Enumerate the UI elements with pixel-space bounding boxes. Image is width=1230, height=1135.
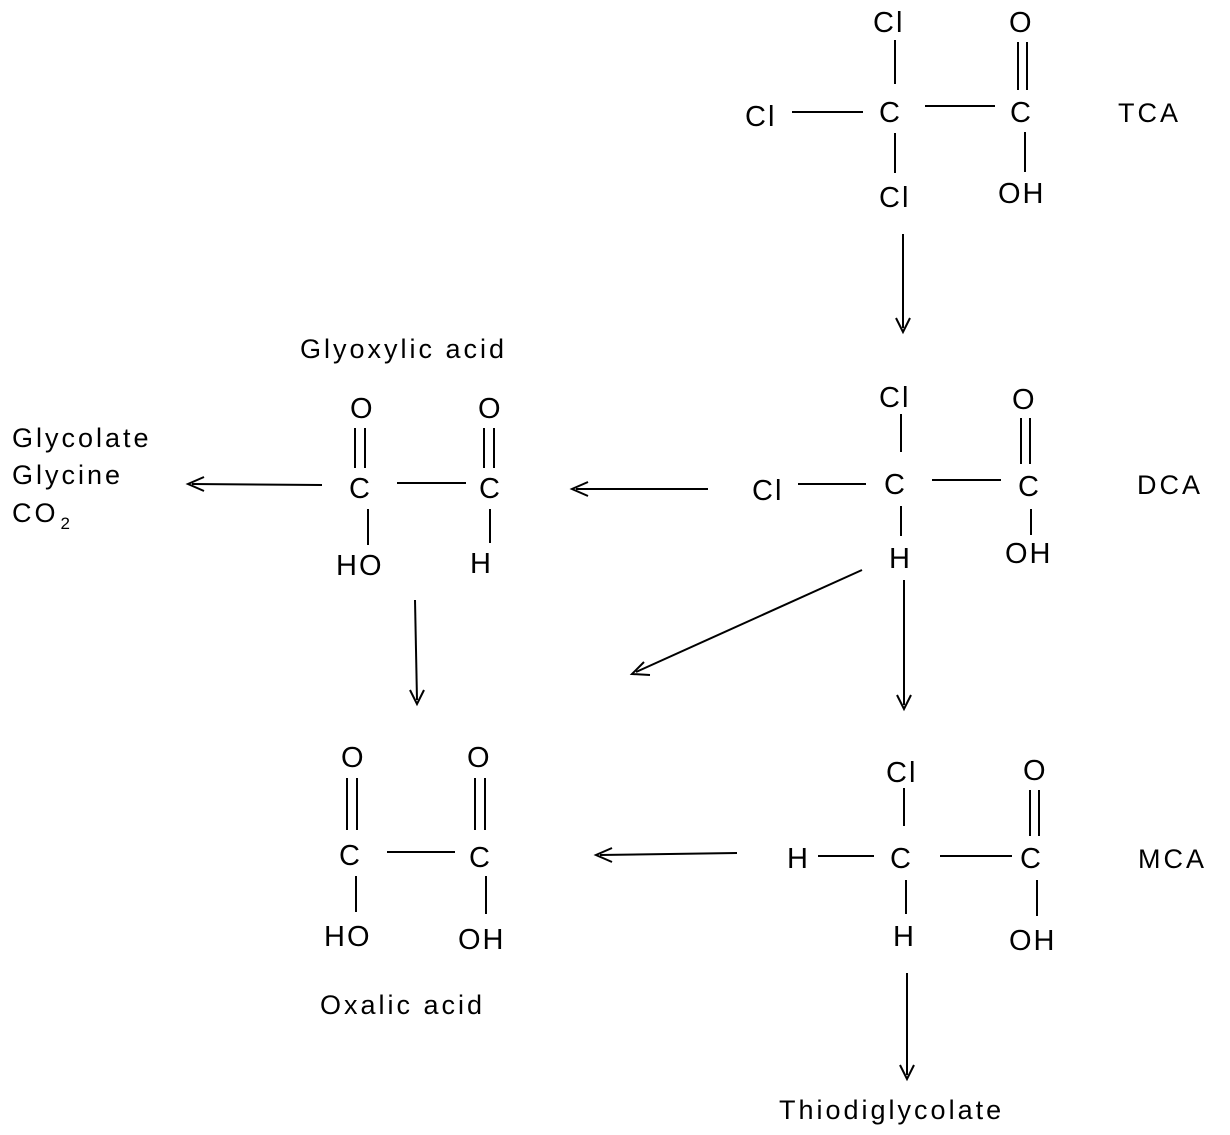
dca-label: DCA	[1137, 470, 1203, 500]
dca-oh: OH	[1005, 538, 1053, 570]
thiodiglycolate-label: Thiodiglycolate	[779, 1095, 1004, 1125]
mca-c-center: C	[890, 843, 913, 875]
dca-h-bottom: H	[889, 543, 912, 575]
tca-c-center: C	[879, 97, 902, 129]
tca-oh: OH	[998, 178, 1046, 210]
mca-cl-top: Cl	[886, 757, 917, 789]
dca-c-center: C	[884, 469, 907, 501]
oxalic-ho: HO	[324, 921, 372, 953]
dca-cl-top: Cl	[879, 382, 910, 414]
glyoxylic-h: H	[470, 548, 493, 580]
tca-cl-left: Cl	[745, 101, 776, 133]
glyoxylic-ho: HO	[336, 550, 384, 582]
mca-oh: OH	[1009, 925, 1057, 957]
tca-cl-bottom: Cl	[879, 182, 910, 214]
mca-label: MCA	[1138, 844, 1207, 874]
oxalic-c-right: C	[469, 842, 492, 874]
molecule-mca: Cl H C H O C OH MCA	[787, 755, 1207, 957]
arrow-mca-to-oxalic	[593, 847, 738, 863]
arrow-dca-diagonal	[629, 569, 863, 676]
oxalic-c-left: C	[339, 840, 362, 872]
arrow-tca-to-dca	[895, 234, 911, 335]
mca-c-carboxyl: C	[1020, 843, 1043, 875]
tca-c-carboxyl: C	[1010, 97, 1033, 129]
dca-cl-left: Cl	[752, 475, 783, 507]
glyoxylic-o-right: O	[478, 393, 503, 425]
co2-subscript: 2	[61, 514, 73, 533]
tca-o-top: O	[1009, 7, 1034, 39]
tca-cl-top: Cl	[873, 7, 904, 39]
molecule-glyoxylic-acid: Glyoxylic acid O O C C HO H	[300, 334, 507, 582]
glyoxylic-acid-label: Glyoxylic acid	[300, 334, 507, 364]
co2-base: CO	[12, 498, 59, 528]
tca-label: TCA	[1118, 98, 1181, 128]
oxalic-oh: OH	[458, 924, 506, 956]
oxalic-o-left: O	[341, 742, 366, 774]
glycolate-label: Glycolate	[12, 423, 152, 453]
arrow-dca-to-mca	[896, 580, 912, 712]
arrow-glyoxylic-to-oxalic	[409, 599, 425, 707]
glyoxylic-c-left: C	[349, 473, 372, 505]
reaction-arrows	[185, 234, 915, 1082]
molecule-tca: Cl Cl C Cl O C OH TCA	[745, 7, 1181, 214]
oxalic-o-right: O	[467, 742, 492, 774]
mca-h-left: H	[787, 843, 810, 875]
glyoxylic-c-right: C	[479, 473, 502, 505]
arrow-dca-to-glyoxylic	[569, 481, 708, 497]
molecule-oxalic-acid: O O C C HO OH Oxalic acid	[320, 742, 506, 1020]
mca-h-bottom: H	[893, 921, 916, 953]
molecule-dca: Cl Cl C H O C OH DCA	[752, 382, 1203, 575]
mca-o-top: O	[1023, 755, 1048, 787]
oxalic-acid-label: Oxalic acid	[320, 990, 485, 1020]
glyoxylic-o-left: O	[350, 393, 375, 425]
glycine-label: Glycine	[12, 460, 123, 490]
dca-c-carboxyl: C	[1018, 471, 1041, 503]
dca-o-top: O	[1012, 384, 1037, 416]
arrow-glyoxylic-to-glycolate	[185, 476, 323, 492]
arrow-mca-to-thiodiglycolate	[899, 973, 915, 1082]
